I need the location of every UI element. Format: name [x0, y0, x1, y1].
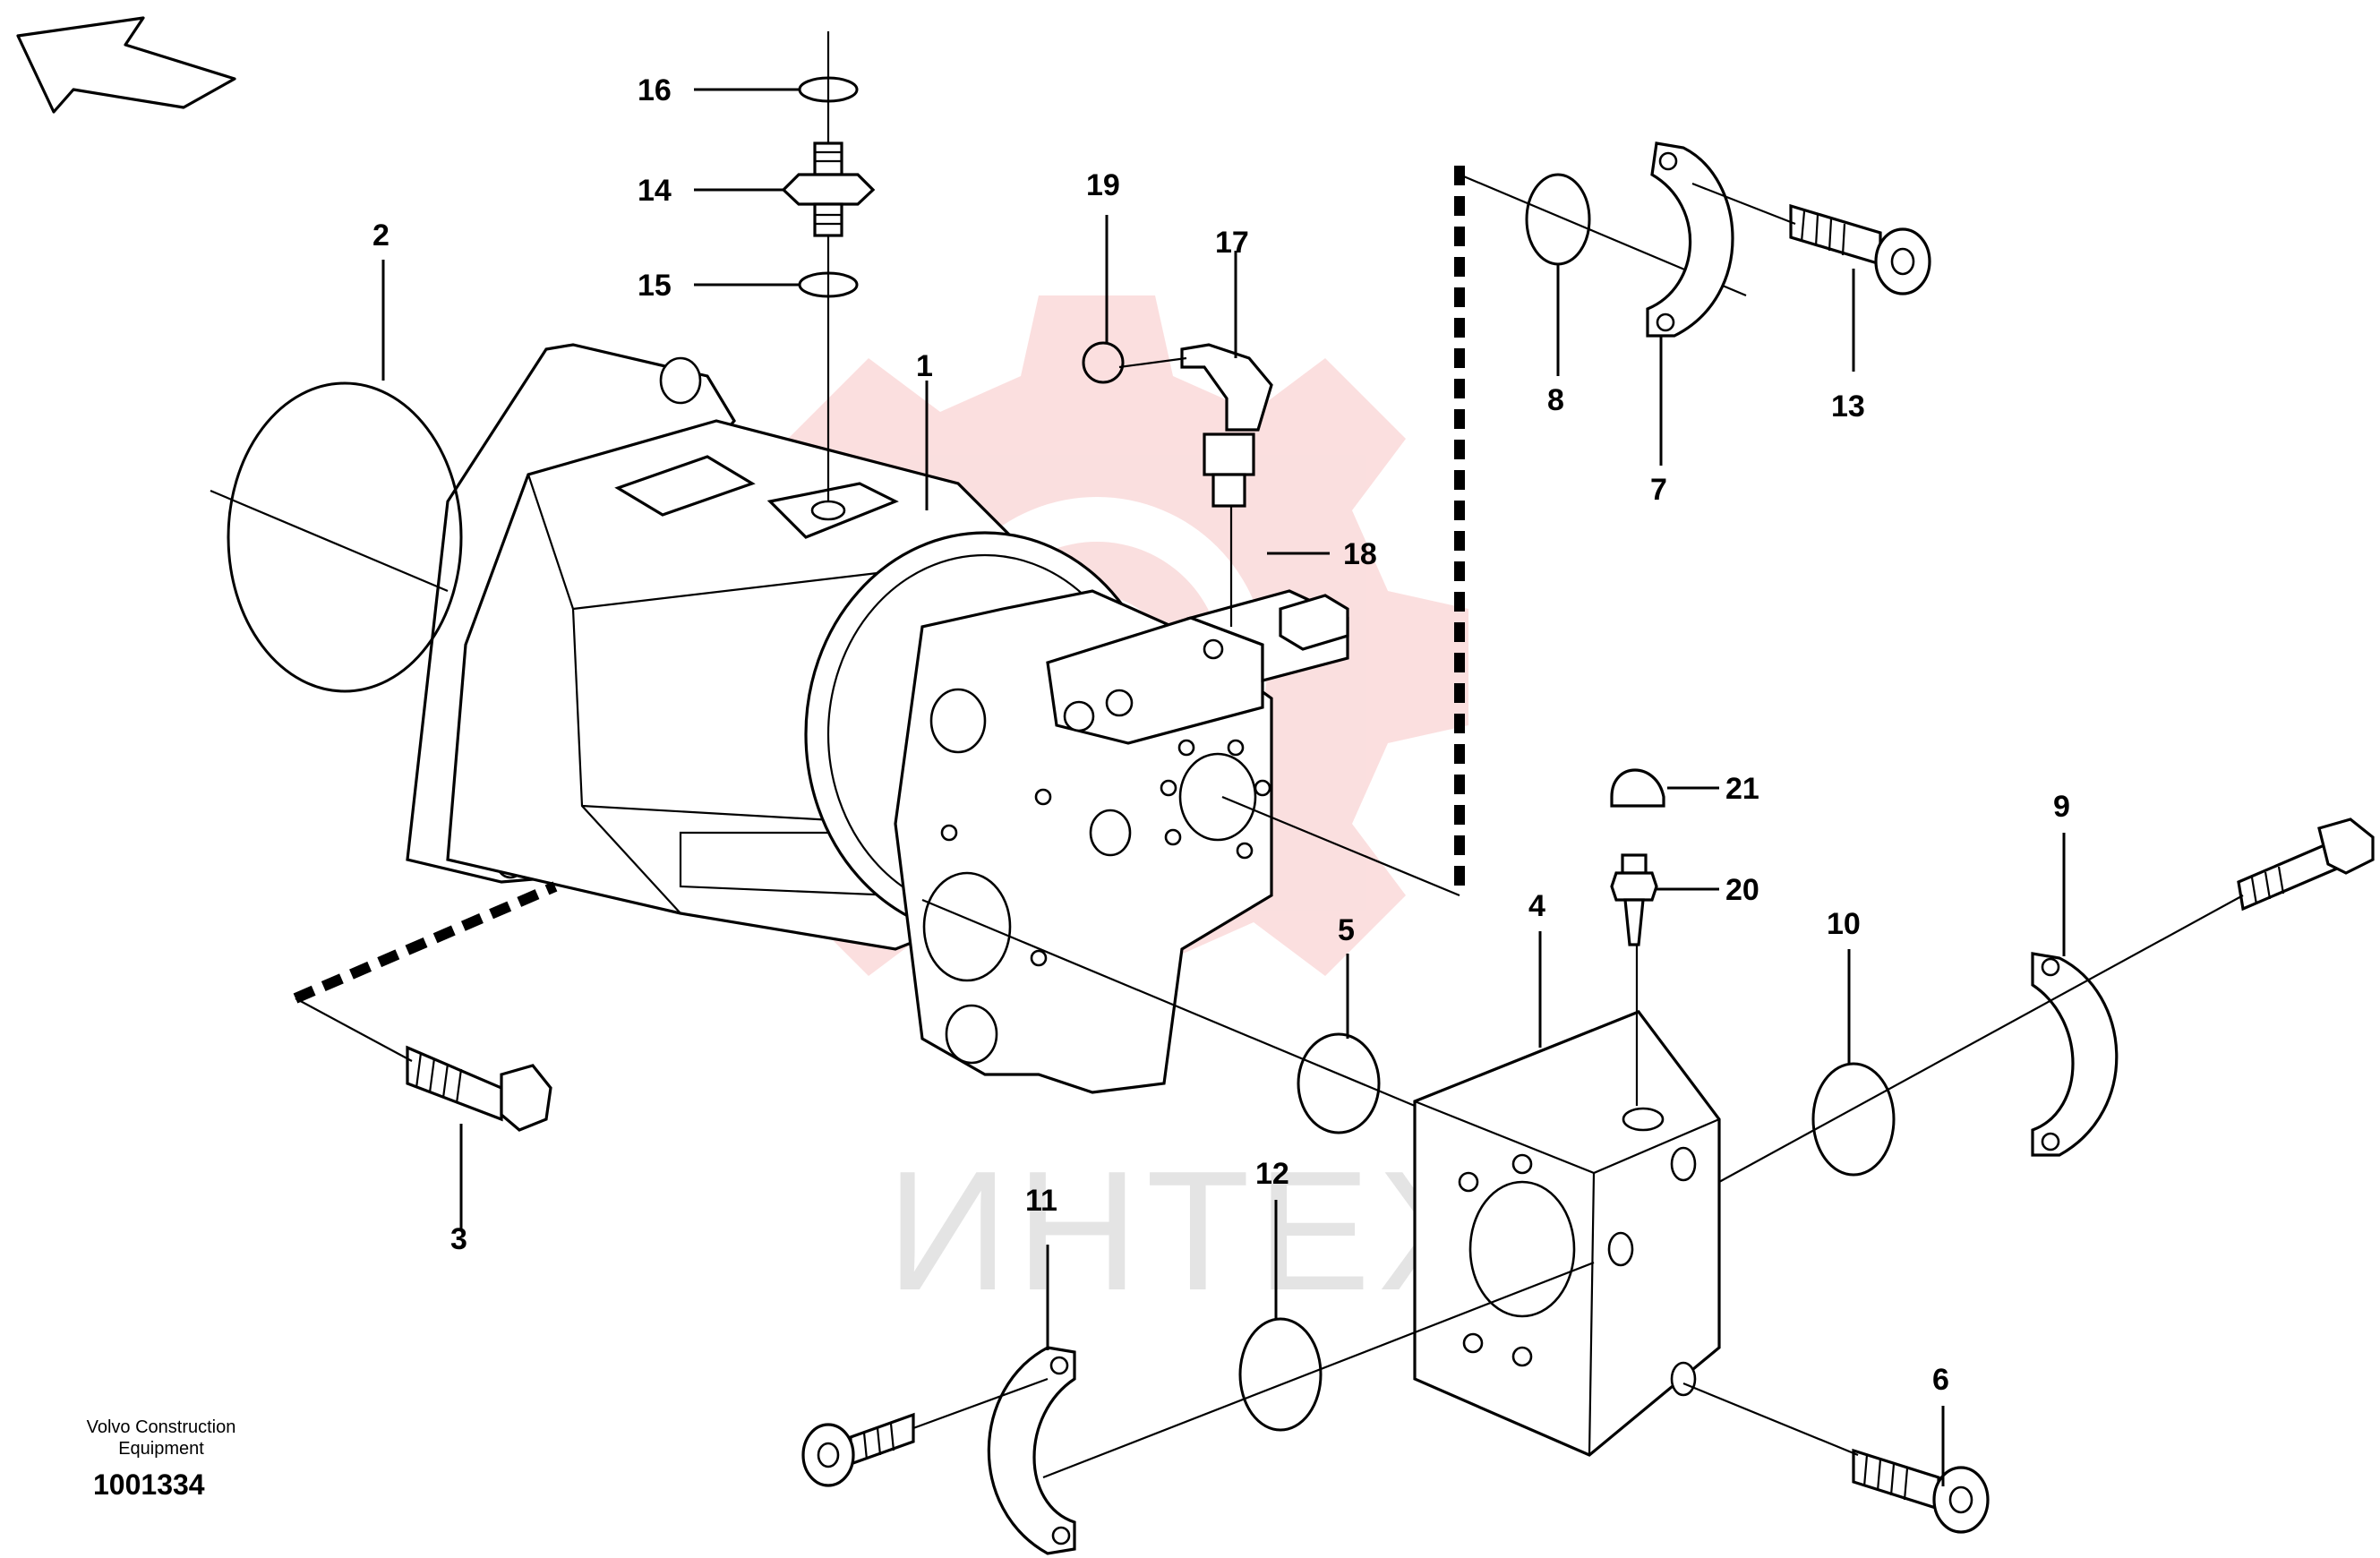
- label-part-18: 18: [1343, 537, 1377, 571]
- split-flange-11: [987, 1346, 1076, 1555]
- label-part-9: 9: [2053, 790, 2070, 824]
- bolt-9: [2237, 818, 2375, 912]
- label-part-19: 19: [1086, 168, 1120, 202]
- o-ring-19: [1082, 341, 1125, 384]
- adapter-fitting-14: [781, 141, 876, 237]
- dashed-guide-line-lower: [293, 881, 558, 1004]
- o-ring-8: [1525, 173, 1591, 266]
- o-ring-10: [1811, 1062, 1896, 1177]
- label-part-7: 7: [1650, 473, 1667, 507]
- label-part-6: 6: [1932, 1363, 1949, 1397]
- label-part-8: 8: [1547, 383, 1564, 417]
- publisher-line-1: Volvo Construction: [86, 1417, 236, 1437]
- bleed-plug-20: [1610, 853, 1658, 946]
- elbow-fitting-17: [1180, 343, 1273, 508]
- label-part-10: 10: [1827, 907, 1861, 941]
- label-part-1: 1: [916, 349, 933, 383]
- label-part-21: 21: [1725, 772, 1759, 806]
- label-part-12: 12: [1255, 1157, 1289, 1191]
- bolt-left-lower: [801, 1412, 915, 1487]
- leader-lines: [381, 88, 2066, 1486]
- o-ring-5: [1297, 1032, 1381, 1134]
- bolt-3: [406, 1045, 552, 1132]
- bolt-13: [1789, 203, 1931, 295]
- publisher-credit: Volvo Construction Equipment: [36, 1417, 287, 1460]
- label-part-17: 17: [1215, 226, 1249, 260]
- label-part-11: 11: [1025, 1184, 1057, 1218]
- label-part-2: 2: [372, 218, 390, 253]
- label-part-5: 5: [1338, 913, 1355, 947]
- o-ring-12: [1238, 1317, 1323, 1432]
- split-flange-9: [2031, 952, 2119, 1157]
- label-part-16: 16: [638, 73, 672, 107]
- direction-arrow-icon: [16, 16, 236, 114]
- dust-cap-21: [1610, 768, 1665, 808]
- bolt-6: [1852, 1448, 1990, 1534]
- label-part-20: 20: [1725, 873, 1759, 907]
- drawing-number: 1001334: [93, 1468, 205, 1501]
- label-part-4: 4: [1528, 889, 1545, 923]
- valve-block-4: [1413, 1010, 1721, 1457]
- o-ring-2: [227, 381, 463, 693]
- label-part-15: 15: [638, 269, 672, 303]
- label-part-14: 14: [638, 174, 672, 208]
- hydraulic-pump: [406, 343, 1349, 1094]
- split-flange-7: [1646, 141, 1734, 338]
- label-part-3: 3: [450, 1222, 467, 1256]
- label-part-13: 13: [1831, 390, 1865, 424]
- publisher-line-2: Equipment: [118, 1439, 204, 1459]
- watermark-text: ИНТЕХ: [886, 1136, 1498, 1326]
